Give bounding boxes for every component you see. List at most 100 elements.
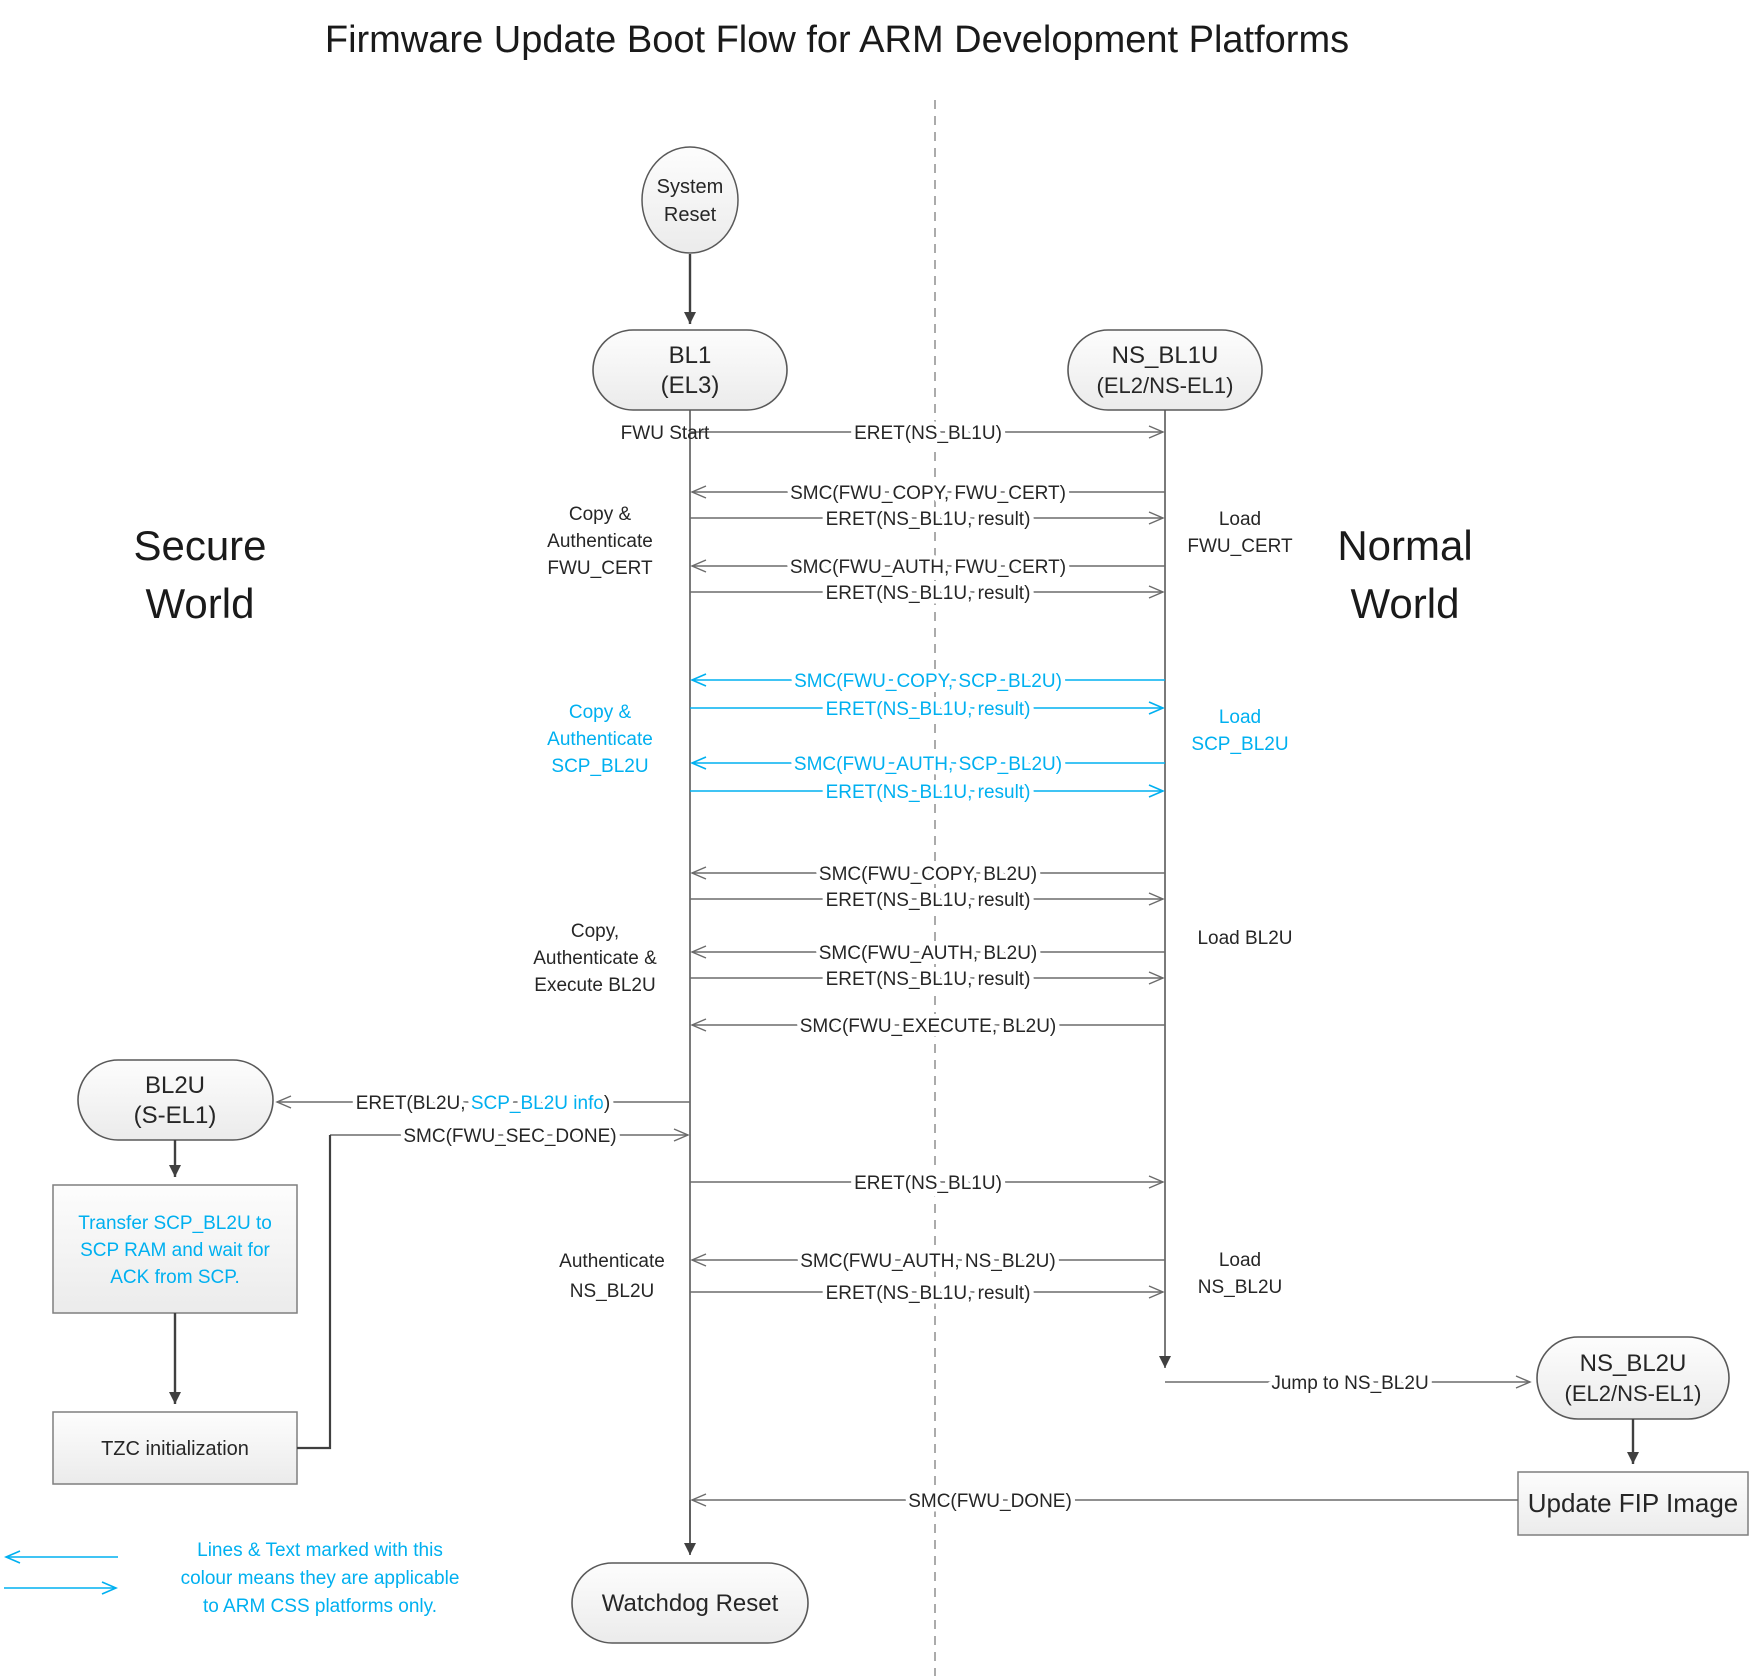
svg-text:(S-EL1): (S-EL1) (134, 1102, 217, 1129)
svg-text:Copy &: Copy & (569, 504, 632, 525)
svg-text:Watchdog Reset: Watchdog Reset (602, 1590, 779, 1617)
svg-text:TZC initialization: TZC initialization (101, 1438, 249, 1460)
svg-text:NS_BL2U: NS_BL2U (1198, 1277, 1283, 1298)
svg-text:ERET(NS_BL1U, result): ERET(NS_BL1U, result) (826, 890, 1031, 911)
copy-auth-scp-bl2u-label: Copy & Authenticate SCP_BL2U (547, 702, 653, 777)
ns-bl1u-node: NS_BL1U (EL2/NS-EL1) (1067, 329, 1263, 411)
svg-text:BL2U: BL2U (145, 1072, 205, 1099)
page-title: Firmware Update Boot Flow for ARM Develo… (325, 19, 1349, 61)
svg-text:SMC(FWU_AUTH, BL2U): SMC(FWU_AUTH, BL2U) (819, 943, 1038, 964)
svg-text:SMC(FWU_COPY, BL2U): SMC(FWU_COPY, BL2U) (819, 864, 1037, 885)
svg-text:Copy &: Copy & (569, 702, 632, 723)
msg-eret-result-3: ERET(NS_BL1U, result) (690, 695, 1163, 725)
transfer-scp-box: Transfer SCP_BL2U to SCP RAM and wait fo… (52, 1184, 298, 1314)
msg-smc-sec-done: SMC(FWU_SEC_DONE) (330, 1122, 690, 1152)
svg-text:FWU_CERT: FWU_CERT (1187, 536, 1293, 557)
svg-text:(EL2/NS-EL1): (EL2/NS-EL1) (1565, 1381, 1702, 1406)
msg-eret-result-6: ERET(NS_BL1U, result) (690, 965, 1165, 995)
svg-text:SMC(FWU_SEC_DONE): SMC(FWU_SEC_DONE) (403, 1126, 616, 1147)
msg-smc-execute-bl2u: SMC(FWU_EXECUTE, BL2U) (690, 1012, 1165, 1042)
svg-text:FWU_CERT: FWU_CERT (547, 558, 653, 579)
msg-eret-result-1: ERET(NS_BL1U, result) (690, 505, 1165, 535)
svg-text:ERET(NS_BL1U): ERET(NS_BL1U) (854, 423, 1002, 444)
watchdog-reset-node: Watchdog Reset (571, 1562, 809, 1644)
svg-text:SCP RAM and wait for: SCP RAM and wait for (80, 1240, 270, 1261)
svg-text:Normal: Normal (1337, 522, 1472, 569)
msg-eret-ns-bl1u-2: ERET(NS_BL1U) (690, 1169, 1165, 1199)
fwu-start-label: FWU Start (621, 423, 710, 444)
svg-text:to ARM CSS platforms only.: to ARM CSS platforms only. (203, 1596, 437, 1617)
svg-text:(EL2/NS-EL1): (EL2/NS-EL1) (1097, 373, 1234, 398)
msg-eret-result-4: ERET(NS_BL1U, result) (690, 778, 1163, 808)
svg-text:NS_BL2U: NS_BL2U (570, 1281, 655, 1302)
svg-text:SMC(FWU_COPY, SCP_BL2U): SMC(FWU_COPY, SCP_BL2U) (794, 671, 1062, 692)
secure-world-label: Secure World (133, 522, 266, 627)
svg-text:World: World (1351, 580, 1460, 627)
svg-text:ERET(BL2U, SCP_BL2U info): ERET(BL2U, SCP_BL2U info) (356, 1093, 611, 1114)
svg-text:colour means they are applicab: colour means they are applicable (181, 1568, 460, 1589)
svg-text:BL1: BL1 (669, 342, 712, 369)
tzc-init-box: TZC initialization (52, 1411, 298, 1485)
legend: Lines & Text marked with this colour mea… (4, 1540, 459, 1617)
svg-text:(EL3): (EL3) (661, 372, 720, 399)
svg-text:Authenticate &: Authenticate & (533, 948, 657, 969)
svg-text:ERET(NS_BL1U, result): ERET(NS_BL1U, result) (826, 509, 1031, 530)
msg-smc-auth-scp-bl2u: SMC(FWU_AUTH, SCP_BL2U) (692, 750, 1165, 780)
update-fip-box: Update FIP Image (1517, 1471, 1749, 1536)
svg-text:SMC(FWU_DONE): SMC(FWU_DONE) (908, 1491, 1072, 1512)
msg-smc-copy-fwu-cert: SMC(FWU_COPY, FWU_CERT) (690, 479, 1165, 509)
svg-text:SMC(FWU_EXECUTE, BL2U): SMC(FWU_EXECUTE, BL2U) (800, 1016, 1057, 1037)
svg-text:SMC(FWU_AUTH, NS_BL2U): SMC(FWU_AUTH, NS_BL2U) (800, 1251, 1055, 1272)
jump-to-ns-bl2u-arrow: Jump to NS_BL2U (1165, 1369, 1532, 1399)
msg-eret-result-5: ERET(NS_BL1U, result) (690, 886, 1165, 916)
svg-text:Load: Load (1219, 707, 1261, 728)
svg-text:Reset: Reset (664, 204, 717, 226)
msg-smc-auth-fwu-cert: SMC(FWU_AUTH, FWU_CERT) (690, 553, 1165, 583)
svg-text:ERET(NS_BL1U, result): ERET(NS_BL1U, result) (826, 699, 1031, 720)
svg-text:Authenticate: Authenticate (547, 729, 653, 750)
load-fwu-cert-label: Load FWU_CERT (1187, 509, 1293, 557)
copy-auth-fwu-cert-label: Copy & Authenticate FWU_CERT (547, 504, 653, 579)
svg-text:ERET(NS_BL1U, result): ERET(NS_BL1U, result) (826, 1283, 1031, 1304)
svg-text:ERET(NS_BL1U): ERET(NS_BL1U) (854, 1173, 1002, 1194)
load-scp-bl2u-label: Load SCP_BL2U (1191, 707, 1288, 755)
svg-text:NS_BL2U: NS_BL2U (1580, 1350, 1687, 1377)
svg-text:Transfer SCP_BL2U to: Transfer SCP_BL2U to (78, 1213, 272, 1234)
msg-eret-ns-bl1u-1: ERET(NS_BL1U) (690, 419, 1165, 449)
msg-smc-auth-bl2u: SMC(FWU_AUTH, BL2U) (690, 939, 1165, 969)
msg-eret-result-7: ERET(NS_BL1U, result) (690, 1279, 1165, 1309)
svg-text:Authenticate: Authenticate (559, 1251, 665, 1272)
svg-text:Load: Load (1219, 1250, 1261, 1271)
msg-eret-bl2u: ERET(BL2U, SCP_BL2U info) (275, 1089, 690, 1119)
ns-bl2u-node: NS_BL2U (EL2/NS-EL1) (1536, 1336, 1730, 1420)
svg-text:ERET(NS_BL1U, result): ERET(NS_BL1U, result) (826, 782, 1031, 803)
svg-text:SMC(FWU_COPY, FWU_CERT): SMC(FWU_COPY, FWU_CERT) (790, 483, 1066, 504)
svg-text:ERET(NS_BL1U, result): ERET(NS_BL1U, result) (826, 583, 1031, 604)
msg-smc-fwu-done: SMC(FWU_DONE) (690, 1487, 1518, 1517)
svg-text:World: World (146, 580, 255, 627)
system-reset-node: System Reset (641, 146, 739, 254)
msg-smc-copy-bl2u: SMC(FWU_COPY, BL2U) (690, 860, 1165, 890)
svg-text:SMC(FWU_AUTH, SCP_BL2U): SMC(FWU_AUTH, SCP_BL2U) (794, 754, 1062, 775)
msg-eret-result-2: ERET(NS_BL1U, result) (690, 579, 1165, 609)
tzc-to-smc-sec-done-connector (297, 1135, 332, 1450)
msg-smc-copy-scp-bl2u: SMC(FWU_COPY, SCP_BL2U) (692, 667, 1165, 697)
svg-text:SCP_BL2U: SCP_BL2U (551, 756, 648, 777)
msg-smc-auth-ns-bl2u: SMC(FWU_AUTH, NS_BL2U) (690, 1247, 1165, 1277)
load-bl2u-label: Load BL2U (1197, 928, 1292, 949)
svg-text:System: System (657, 176, 724, 198)
svg-text:Lines & Text marked with this: Lines & Text marked with this (197, 1540, 443, 1561)
svg-text:Secure: Secure (133, 522, 266, 569)
svg-text:ACK from SCP.: ACK from SCP. (110, 1267, 240, 1288)
bl2u-node: BL2U (S-EL1) (77, 1059, 274, 1141)
svg-text:Update FIP Image: Update FIP Image (1528, 1488, 1739, 1518)
svg-text:ERET(NS_BL1U, result): ERET(NS_BL1U, result) (826, 969, 1031, 990)
svg-text:Load: Load (1219, 509, 1261, 530)
load-ns-bl2u-label: Load NS_BL2U (1198, 1250, 1283, 1298)
authenticate-ns-bl2u-label: Authenticate NS_BL2U (559, 1251, 665, 1302)
normal-world-label: Normal World (1337, 522, 1472, 627)
svg-text:Execute BL2U: Execute BL2U (534, 975, 655, 996)
svg-text:Authenticate: Authenticate (547, 531, 653, 552)
svg-text:Jump to NS_BL2U: Jump to NS_BL2U (1271, 1373, 1428, 1394)
